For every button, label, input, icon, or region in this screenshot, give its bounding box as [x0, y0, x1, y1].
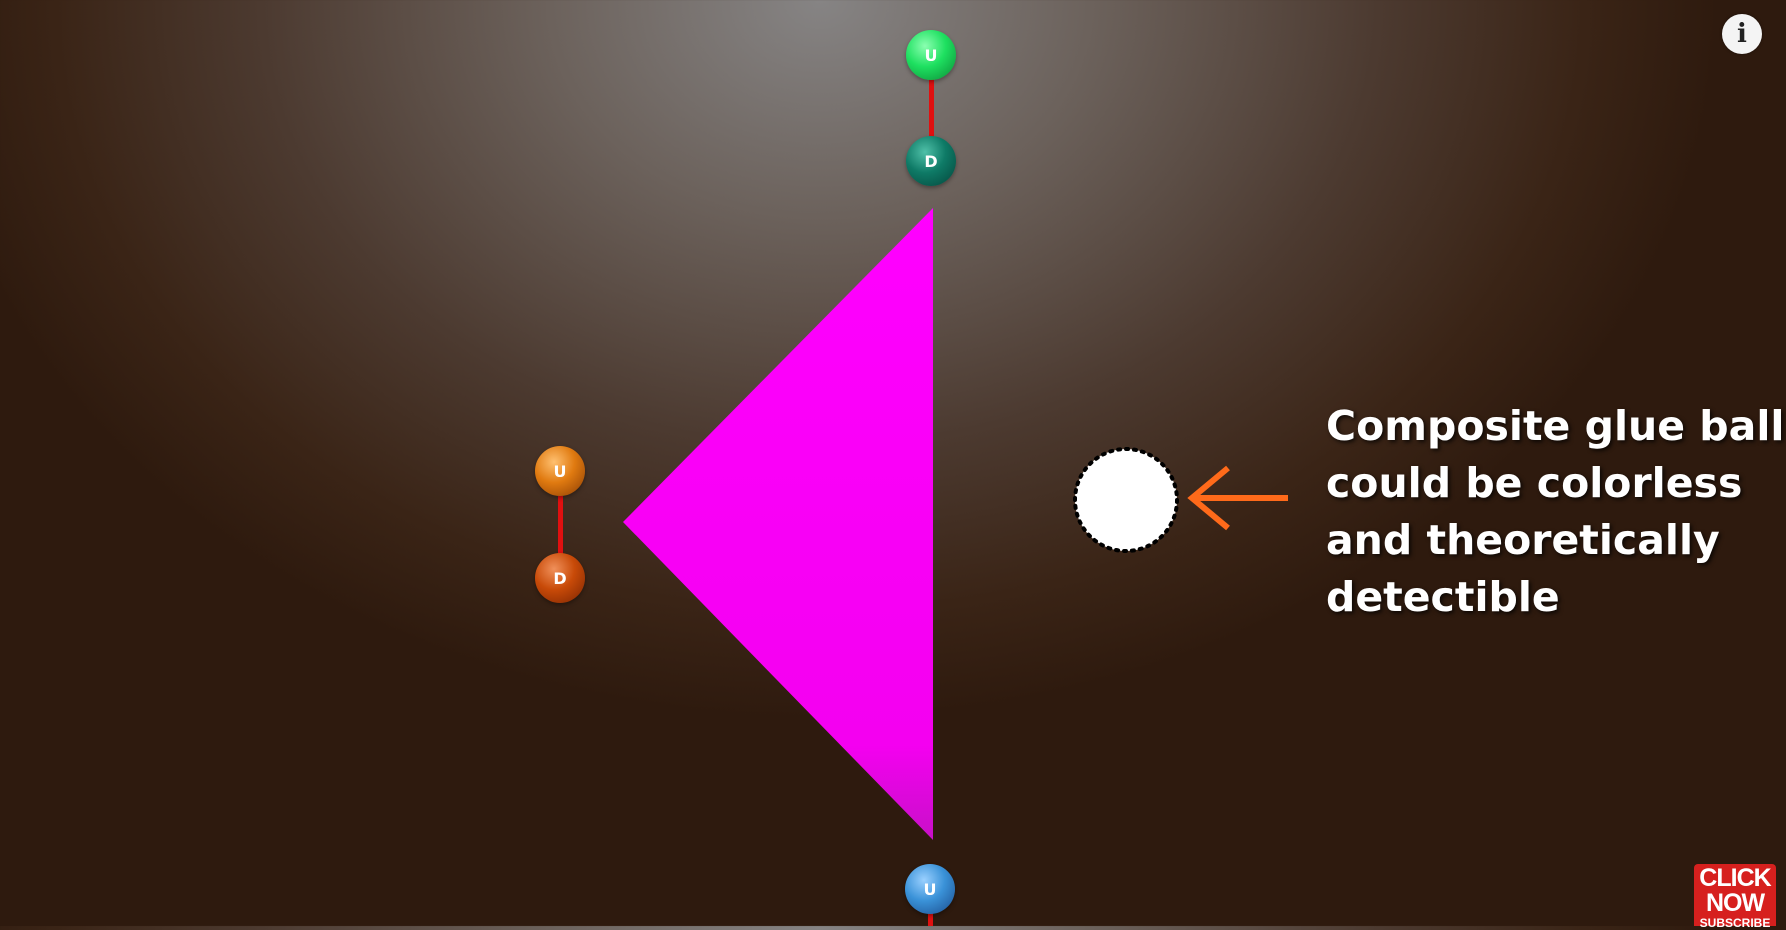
quark-label: D	[924, 151, 938, 171]
bottom-bond	[928, 912, 933, 926]
down-quark-left: D	[535, 553, 585, 603]
quark-label: U	[553, 461, 567, 481]
subscribe-badge[interactable]: CLICK NOW SUBSCRIBE	[1694, 864, 1776, 930]
up-quark-left: U	[535, 446, 585, 496]
caption-line-4: detectible	[1326, 573, 1560, 621]
glueball	[1073, 447, 1179, 553]
subscribe-badge-line-2: NOW	[1705, 889, 1765, 917]
info-button[interactable]: i	[1722, 14, 1762, 54]
subscribe-badge-line-3: SUBSCRIBE	[1699, 916, 1771, 930]
color-field-triangle	[623, 208, 933, 840]
caption-line-3: and theoretically	[1326, 516, 1720, 564]
top-bond	[929, 78, 934, 140]
caption-text: Composite glue ball could be colorless a…	[1326, 398, 1785, 626]
left-bond	[558, 496, 563, 560]
up-quark-bottom: U	[905, 864, 955, 914]
info-icon: i	[1737, 19, 1747, 49]
arrow-left-icon	[1187, 465, 1288, 531]
up-quark-top: U	[906, 30, 956, 80]
down-quark-top: D	[906, 136, 956, 186]
caption-line-2: could be colorless	[1326, 459, 1743, 507]
quark-label: U	[924, 45, 938, 65]
quark-label: U	[923, 879, 937, 899]
subscribe-badge-line-1: CLICK	[1699, 864, 1771, 892]
quark-label: D	[553, 568, 567, 588]
caption-line-1: Composite glue ball	[1326, 402, 1785, 450]
